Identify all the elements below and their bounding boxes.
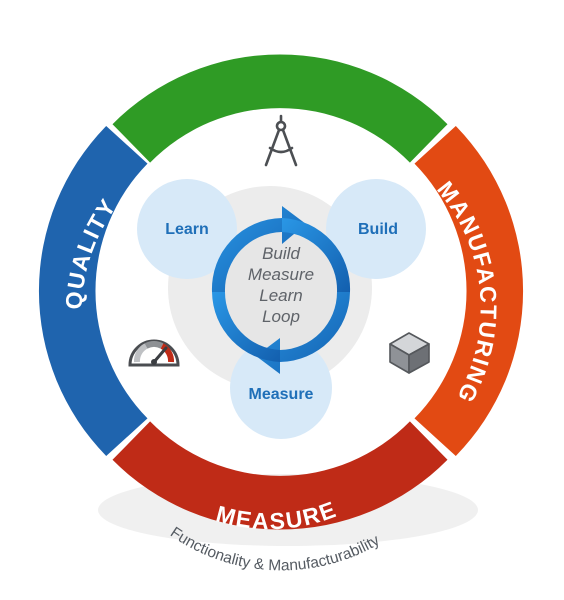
- node-label-build: Build: [358, 221, 398, 238]
- center-line-4: Loop: [262, 307, 300, 326]
- outer-ring: [38, 54, 524, 530]
- drafting-compass-icon: [264, 114, 298, 167]
- loop-nodes: [137, 179, 426, 439]
- loop-center: [213, 222, 349, 358]
- ring-segment-design: [112, 54, 448, 163]
- ring-segment-measure: [112, 421, 448, 530]
- cube-icon: [389, 332, 430, 374]
- loop-center-text: Build Measure Learn Loop: [248, 244, 314, 326]
- node-learn: [137, 179, 237, 279]
- node-build: [326, 179, 426, 279]
- center-line-2: Measure: [248, 265, 314, 284]
- gauge-icon: [128, 339, 180, 367]
- loop-arrow-right: [282, 218, 351, 292]
- center-line-1: Build: [262, 244, 300, 263]
- loop-arrow-left: [212, 292, 280, 362]
- node-label-learn: Learn: [165, 221, 209, 238]
- node-label-measure: Measure: [249, 386, 314, 403]
- node-measure: [230, 337, 332, 439]
- loop-arrows: [211, 206, 351, 374]
- center-line-3: Learn: [259, 286, 302, 305]
- ring-segment-quality: [38, 126, 148, 456]
- ring-segment-manufacturing: [414, 126, 524, 456]
